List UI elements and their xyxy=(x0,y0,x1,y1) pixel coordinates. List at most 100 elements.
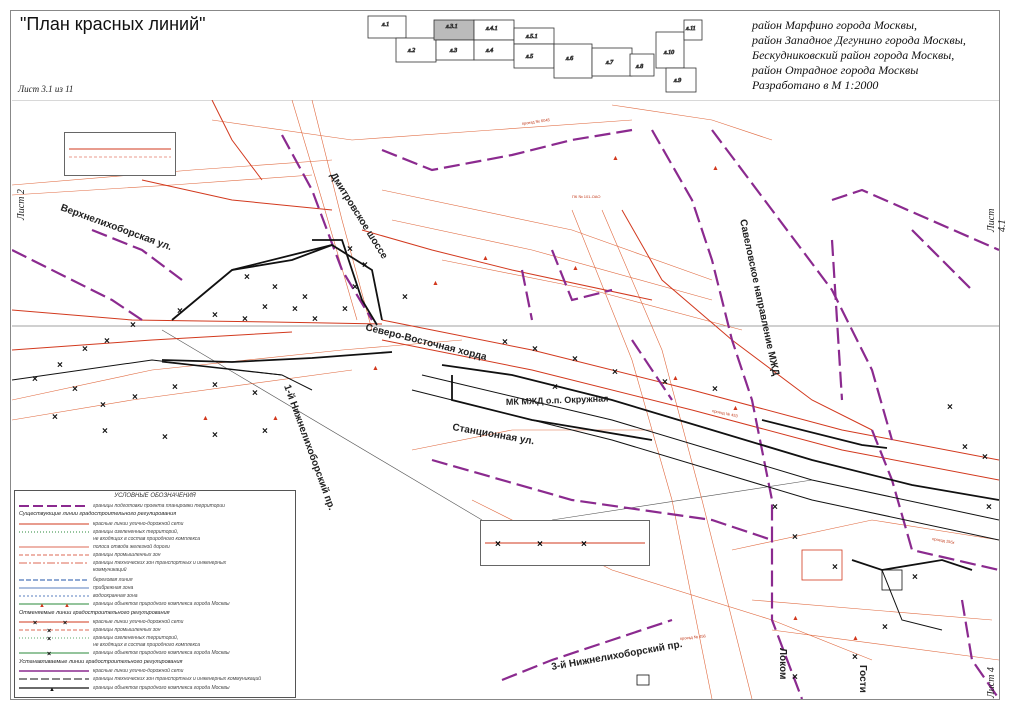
svg-text:▲: ▲ xyxy=(272,415,279,422)
crosses: ×××× ×××× ×××× ×××× ×××× ×××× ×××× ×××× … xyxy=(32,244,992,683)
svg-text:л.5.1: л.5.1 xyxy=(525,34,538,40)
legend-row: красные линии улично-дорожной сети xyxy=(19,521,184,527)
thin-red-lines xyxy=(12,100,999,699)
svg-text:×: × xyxy=(772,502,778,513)
sheet-number: Лист 3.1 из 11 xyxy=(18,84,74,94)
svg-text:×: × xyxy=(947,402,953,413)
side-label-right-top: Лист 4.1 xyxy=(986,208,1008,232)
legend-row: границы озелененных территорий, xyxy=(19,529,179,535)
svg-text:×: × xyxy=(262,426,268,437)
district-line: район Отрадное города Москвы xyxy=(752,63,919,77)
svg-text:л.8: л.8 xyxy=(635,64,643,70)
district-line: Бескудниковский район города Москвы, xyxy=(752,48,955,62)
svg-text:×: × xyxy=(882,622,888,633)
svg-text:л.3.1: л.3.1 xyxy=(445,24,458,30)
note: проезд № 453 xyxy=(712,408,739,418)
district-list: район Марфино города Москвы, район Запад… xyxy=(752,18,997,93)
note: проезд № 6045 xyxy=(521,117,550,126)
legend-row: ×границы озелененных территорий, xyxy=(19,635,179,642)
svg-text:▲: ▲ xyxy=(672,375,679,382)
svg-text:×: × xyxy=(792,672,798,683)
svg-text:×: × xyxy=(52,412,58,423)
legend-row: не входящих в состав природного комплекс… xyxy=(93,536,201,542)
project-boundary xyxy=(12,128,999,699)
svg-text:×: × xyxy=(162,432,168,443)
district-line: район Западное Дегунино города Москвы, xyxy=(752,33,966,47)
svg-text:×: × xyxy=(63,620,67,626)
legend-heading: УСЛОВНЫЕ ОБОЗНАЧЕНИЯ xyxy=(114,493,196,499)
svg-text:л.7: л.7 xyxy=(605,60,614,66)
legend-row: границы технических зон транспортных и и… xyxy=(19,560,227,566)
svg-text:▲: ▲ xyxy=(572,265,579,272)
svg-text:▲: ▲ xyxy=(372,365,379,372)
svg-text:×: × xyxy=(244,272,250,283)
svg-text:×: × xyxy=(552,382,558,393)
svg-text:×: × xyxy=(212,430,218,441)
label-mk-mzhd: МК МЖД о.п. Окружная xyxy=(506,393,609,407)
svg-text:×: × xyxy=(532,344,538,355)
svg-text:×: × xyxy=(104,336,110,347)
side-label-right-bottom: Лист 4 xyxy=(986,667,997,698)
legend-row: полоса отвода железной дороги xyxy=(19,544,170,550)
svg-text:×: × xyxy=(212,380,218,391)
index-cell xyxy=(395,37,437,63)
svg-text:×: × xyxy=(502,337,508,348)
svg-text:▲: ▲ xyxy=(482,255,489,262)
svg-text:л.2: л.2 xyxy=(407,48,415,54)
legend-row: границы промышленных зон xyxy=(19,552,161,558)
svg-text:×: × xyxy=(32,374,38,385)
svg-text:л.9: л.9 xyxy=(673,78,681,84)
map-canvas: ×××× ×××× ×××× ×××× ×××× ×××× ×××× ×××× … xyxy=(12,100,999,699)
label-verkhnelikhoborskaya: Верхнелихоборская ул. xyxy=(59,202,174,254)
svg-text:×: × xyxy=(852,652,858,663)
scale-note: Разработано в М 1:2000 xyxy=(752,78,879,92)
svg-text:×: × xyxy=(662,377,668,388)
cross-key-box: ××× xyxy=(480,520,650,566)
line-key-box xyxy=(64,132,176,176)
svg-text:×: × xyxy=(177,306,183,317)
legend-section: Существующие линии градостроительного ре… xyxy=(19,511,177,517)
svg-text:×: × xyxy=(33,620,37,626)
svg-text:×: × xyxy=(252,388,258,399)
svg-text:×: × xyxy=(262,302,268,313)
svg-text:×: × xyxy=(402,292,408,303)
svg-text:×: × xyxy=(57,360,63,371)
svg-text:л.5: л.5 xyxy=(525,54,533,60)
label-gostinichny: Гости xyxy=(857,665,868,693)
svg-text:×: × xyxy=(272,282,278,293)
black-thin xyxy=(12,359,999,631)
svg-text:л.3: л.3 xyxy=(449,48,457,54)
svg-text:×: × xyxy=(100,400,106,411)
svg-text:×: × xyxy=(292,304,298,315)
legend-row: не входящих в состав природного комплекс… xyxy=(93,642,201,648)
svg-text:▲: ▲ xyxy=(852,635,859,642)
note: проезд № 456 xyxy=(680,633,707,641)
svg-text:×: × xyxy=(47,651,51,657)
svg-text:×: × xyxy=(102,426,108,437)
index-cell xyxy=(629,53,655,77)
index-cell xyxy=(473,39,515,61)
svg-text:×: × xyxy=(242,314,248,325)
sheet-index-grid: л.1 л.2 л.3.1 л.3 л.4.1 л.4 л.5.1 л.5 л.… xyxy=(367,15,703,93)
svg-text:×: × xyxy=(986,502,992,513)
svg-text:×: × xyxy=(302,292,308,303)
legend-section: Устанавливаемые линии градостроительного… xyxy=(19,659,183,665)
label-stantsionnaya: Станционная ул. xyxy=(451,422,535,447)
note: ПК № 101-ОАО xyxy=(572,194,600,199)
legend-row: ×границы объектов природного комплекса г… xyxy=(19,650,230,657)
svg-text:×: × xyxy=(912,572,918,583)
svg-text:×: × xyxy=(172,382,178,393)
svg-text:×: × xyxy=(47,636,51,642)
legend-row: красные линии улично-дорожной сети xyxy=(19,668,184,674)
svg-text:▲: ▲ xyxy=(64,603,70,608)
legend-row: водоохранная зона xyxy=(19,593,138,599)
label-savelovskoe: Савеловское направление МЖД xyxy=(737,218,781,377)
index-cell xyxy=(513,43,555,69)
label-lokomotivny: Локом xyxy=(777,648,788,679)
svg-text:▲: ▲ xyxy=(792,615,799,622)
svg-text:л.10: л.10 xyxy=(663,50,674,56)
legend-row: ▲границы объектов природного комплекса г… xyxy=(19,685,230,692)
svg-text:л.4.1: л.4.1 xyxy=(485,25,498,32)
svg-text:×: × xyxy=(962,442,968,453)
svg-text:×: × xyxy=(712,384,718,395)
